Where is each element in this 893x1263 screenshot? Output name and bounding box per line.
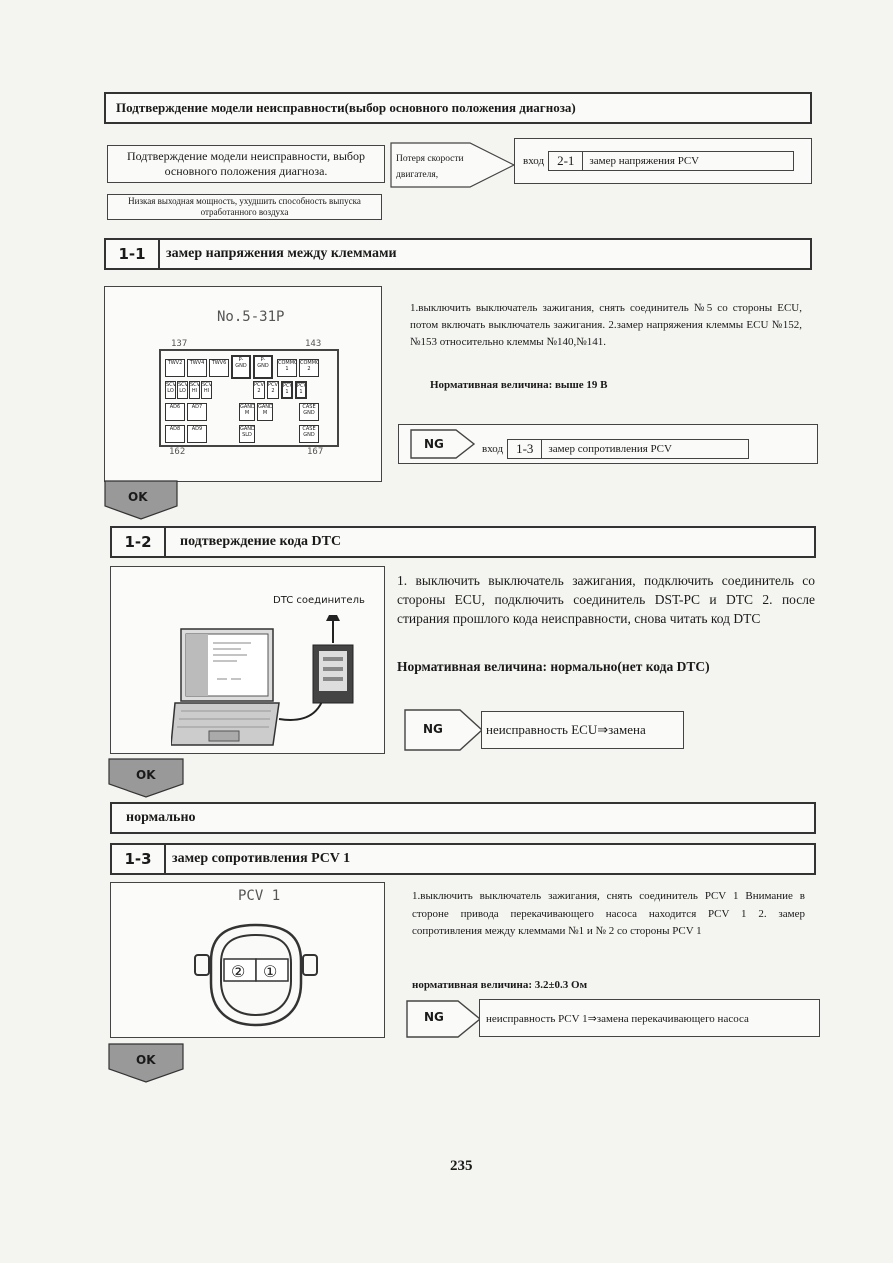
- connector-terminal: SCV HI: [189, 381, 200, 399]
- dtc-connector-label: DTC соединитель: [273, 595, 365, 606]
- step-1-2-ng-label: NG: [423, 722, 443, 736]
- connector-name: No.5-31P: [217, 309, 285, 325]
- header-bar: Подтверждение модели неисправности(выбор…: [104, 92, 812, 124]
- step-1-1-norm: Нормативная величина: выше 19 В: [430, 379, 608, 391]
- connector-terminal: AD8: [165, 425, 185, 443]
- entry-code: 2-1: [548, 151, 584, 171]
- pin-label-bl: 162: [169, 447, 186, 457]
- connector-terminal: AD6: [165, 403, 185, 421]
- step-1-1-ng-entry: вход 1-3 замер сопротивления PCV: [482, 439, 750, 459]
- step-1-2-norm: Нормативная величина: нормально(нет кода…: [397, 659, 710, 674]
- symptom-arrow: [390, 142, 516, 188]
- step-1-2-ng-arrow: [404, 709, 484, 751]
- connector-terminal: SCV HI: [201, 381, 212, 399]
- pin-label-br: 167: [307, 447, 324, 457]
- step-1-3-instructions: 1.выключить выключатель зажигания, снять…: [412, 890, 805, 937]
- page-number: 235: [450, 1158, 473, 1174]
- ng-entry-code: 1-3: [507, 439, 543, 459]
- ng-entry-label: вход: [482, 443, 504, 455]
- step-1-1-bar: 1-1 замер напряжения между клеммами: [104, 238, 812, 270]
- step-1-3-ok-label: OK: [136, 1053, 156, 1067]
- symptom2-text: Низкая выходная мощность, ухудшить спосо…: [128, 196, 361, 217]
- connector-terminal: TWV6: [209, 359, 229, 377]
- connector-terminal: CASE GND: [299, 425, 319, 443]
- step-1-3-ng-result: неисправность PCV 1⇒замена перекачивающе…: [479, 999, 820, 1037]
- connector-terminal: SCV LO: [165, 381, 176, 399]
- symptom-text: Потеря скорости двигателя,: [396, 154, 464, 180]
- step-1-1-ok-label: OK: [128, 490, 148, 504]
- connector-terminal: GAND M: [257, 403, 273, 421]
- entry-box: вход 2-1 замер напряжения PCV: [514, 138, 812, 184]
- entry-row: вход 2-1 замер напряжения PCV: [523, 151, 795, 171]
- connector-terminal: GAND M: [239, 403, 255, 421]
- header-title: Подтверждение модели неисправности(выбор…: [116, 100, 576, 115]
- connector-terminal: SCV LO: [177, 381, 188, 399]
- connector-terminal: COMMON 2: [299, 359, 319, 377]
- ng-entry-text: замер сопротивления PCV: [542, 439, 750, 459]
- connector-terminal: AD9: [187, 425, 207, 443]
- step-1-3-norm: нормативная величина: 3.2±0.3 Ом: [412, 979, 588, 991]
- symptom2-box: Низкая выходная мощность, ухудшить спосо…: [107, 194, 382, 220]
- step-1-1-ng-arrow: [410, 429, 476, 459]
- step-1-3-ng-text: неисправность PCV 1⇒замена перекачивающе…: [486, 1012, 749, 1025]
- connector-terminal: PCV 1: [281, 381, 293, 399]
- connector-terminal: PCV 2: [267, 381, 279, 399]
- confirm-model-box: Подтверждение модели неисправности, выбо…: [107, 145, 385, 183]
- step-1-3-bar: 1-3 замер сопротивления PCV 1: [110, 843, 816, 875]
- step-1-2-title: подтверждение кода DTC: [180, 534, 342, 549]
- step-1-2-ng-text: неисправность ECU⇒замена: [486, 722, 646, 737]
- connector-terminal: PCV 2: [253, 381, 265, 399]
- entry-label: вход: [523, 155, 545, 167]
- step-1-3-ok-arrow: [108, 1043, 184, 1083]
- pcv-pin-1: ①: [263, 964, 278, 981]
- step-1-1-title: замер напряжения между клеммами: [166, 246, 397, 261]
- entry-text: замер напряжения PCV: [583, 151, 795, 171]
- step-1-2-bar: 1-2 подтверждение кода DTC: [110, 526, 816, 558]
- connector-terminal: P-GND: [253, 355, 273, 379]
- connector-terminal: GAND SLD: [239, 425, 255, 443]
- step-1-1-ok-arrow: [104, 480, 178, 520]
- step-1-1-instructions: 1.выключить выключатель зажигания, снять…: [410, 302, 802, 348]
- dtc-illustration-panel: DTC соединитель: [110, 566, 385, 754]
- pcv-pin-2: ②: [231, 964, 246, 981]
- connector-grid: [159, 349, 339, 447]
- pcv-connector-panel: PCV 1 ② ①: [110, 882, 385, 1038]
- connector-terminal: AD7: [187, 403, 207, 421]
- confirm-model-text: Подтверждение модели неисправности, выбо…: [126, 149, 366, 178]
- connector-terminal: P-GND: [231, 355, 251, 379]
- step-1-1-number: 1-1: [106, 240, 160, 268]
- pin-label-tr: 143: [305, 339, 322, 349]
- connector-terminal: TWV2: [165, 359, 185, 377]
- pcv-connector-name: PCV 1: [238, 888, 281, 904]
- normal-text: нормально: [126, 810, 196, 825]
- connector-terminal: TWV4: [187, 359, 207, 377]
- connector-terminal: COMMON 1: [277, 359, 297, 377]
- laptop-illustration: [171, 628, 328, 746]
- step-1-2-ng-result: неисправность ECU⇒замена: [481, 711, 684, 749]
- connector-terminal: CASE GND: [299, 403, 319, 421]
- step-1-1-ng-label: NG: [424, 437, 444, 451]
- step-1-3-ng-label: NG: [424, 1010, 444, 1024]
- step-1-3-title: замер сопротивления PCV 1: [172, 851, 351, 866]
- pin-label-tl: 137: [171, 339, 188, 349]
- step-1-2-number: 1-2: [112, 528, 166, 556]
- normal-bar: нормально: [110, 802, 816, 834]
- step-1-3-ng-arrow: [406, 1000, 482, 1038]
- dtc-device-illustration: [312, 615, 354, 704]
- connector-terminal: PCV 1: [295, 381, 307, 399]
- step-1-2-instructions: 1. выключить выключатель зажигания, подк…: [397, 573, 815, 626]
- step-1-2-ok-label: OK: [136, 768, 156, 782]
- step-1-2-ok-arrow: [108, 758, 184, 798]
- pcv-connector-shape: [194, 923, 318, 1027]
- step-1-3-number: 1-3: [112, 845, 166, 873]
